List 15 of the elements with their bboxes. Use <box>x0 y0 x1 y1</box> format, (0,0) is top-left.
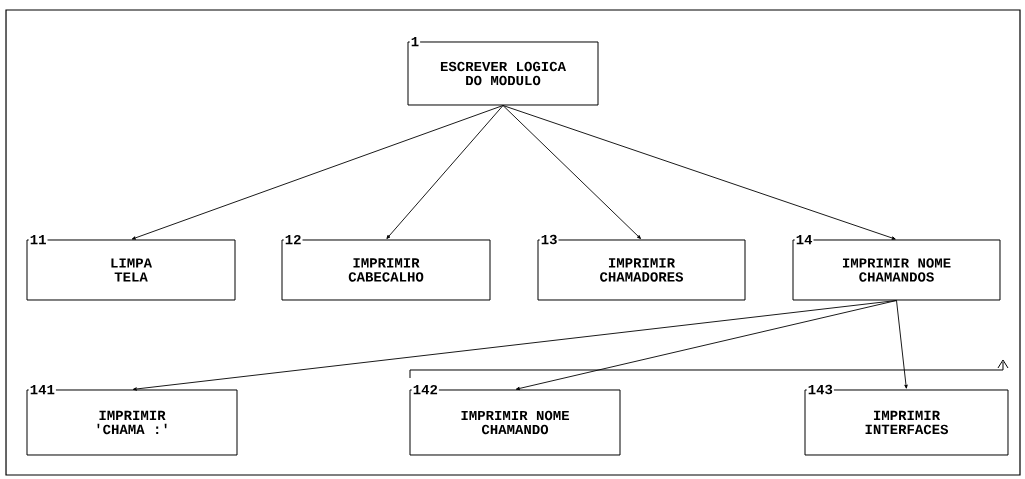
process-box: ESCREVER LOGICA DO MODULO 1 <box>407 36 599 106</box>
arrow <box>515 300 897 391</box>
process-box: IMPRIMIR NOME CHAMANDOS 14 <box>792 234 1001 301</box>
arrow <box>131 105 504 240</box>
process-box: IMPRIMIR CABECALHO 12 <box>281 233 491 301</box>
arrow <box>896 300 908 389</box>
process-box: IMPRIMIR INTERFACES 143 <box>804 383 1009 456</box>
arrow <box>132 300 897 391</box>
arrow <box>386 105 504 239</box>
arrow <box>502 105 896 240</box>
process-box: LIMPA TELA 11 <box>26 234 236 301</box>
process-box: IMPRIMIR CHAMADORES 13 <box>537 233 746 301</box>
process-box: IMPRIMIR NOME CHAMANDO 142 <box>409 383 621 456</box>
arrow <box>502 105 642 240</box>
process-box: IMPRIMIR 'CHAMA :' 141 <box>26 384 238 456</box>
